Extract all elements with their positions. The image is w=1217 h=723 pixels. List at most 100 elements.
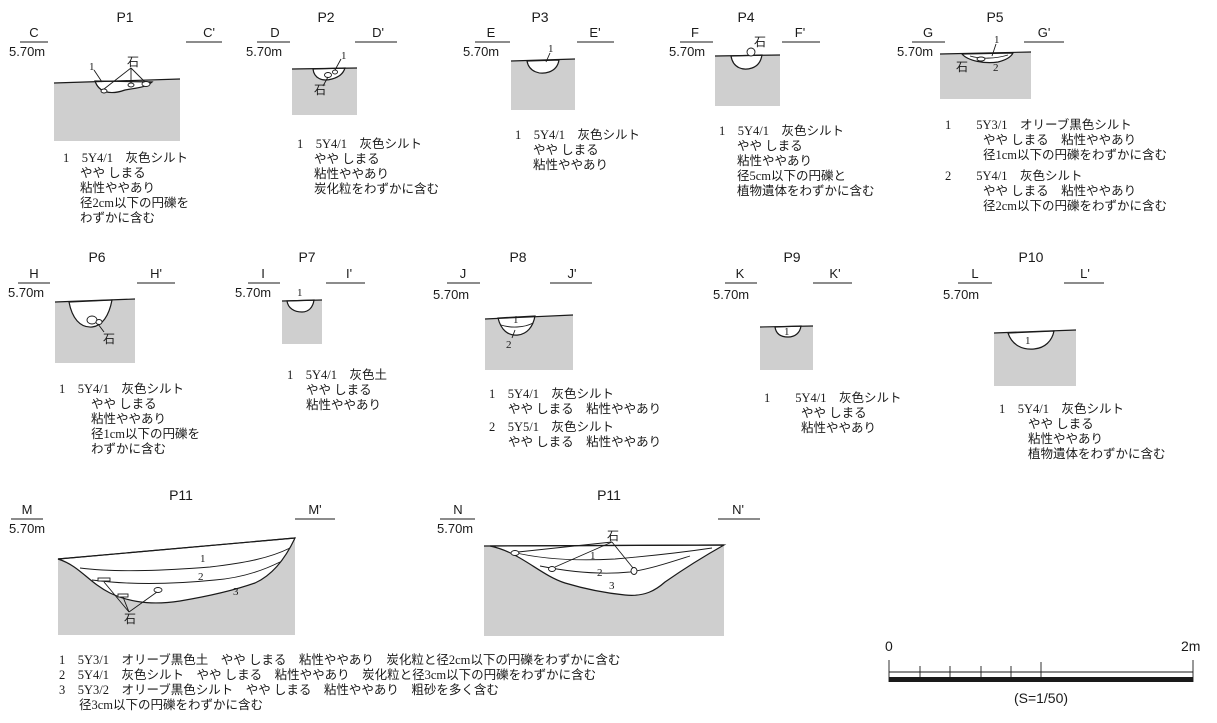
elevation-label: 5.70m — [943, 287, 979, 302]
section-end-label: H' — [150, 266, 162, 281]
layer-notes: 1 5Y4/1 灰色シルト やや しまる 粘性ややあり 2 5Y5/1 灰色シル… — [489, 386, 661, 449]
pit-title: P8 — [509, 249, 526, 265]
ground-surface-line — [54, 298, 136, 303]
section-end-label: K' — [829, 266, 840, 281]
leader-line — [130, 67, 146, 83]
leader-line — [122, 596, 130, 613]
leader-line — [511, 329, 516, 339]
svg-text:径2cm以下の円礫をわずかに含む: 径2cm以下の円礫をわずかに含む — [983, 198, 1167, 213]
section-start-label: J — [460, 266, 467, 281]
stone — [127, 82, 135, 88]
section-start-label: N — [453, 502, 462, 517]
ground-surface-line — [939, 51, 1032, 55]
ground-fill — [715, 55, 780, 106]
leader-line — [545, 52, 551, 63]
pit-fill — [489, 544, 727, 596]
svg-text:やや しまる: やや しまる — [737, 139, 803, 153]
pit-title: P3 — [531, 9, 548, 25]
stone-label: 石 — [103, 332, 115, 346]
section-p6: P6 H H' 5.70m 石 1 5Y4/1 灰色シルト やや しまる 粘性や… — [8, 249, 200, 456]
ground-surface-line — [281, 299, 323, 302]
section-start-label: D — [270, 25, 279, 40]
svg-text:径1cm以下の円礫をわずかに含む: 径1cm以下の円礫をわずかに含む — [983, 147, 1167, 162]
layer-notes: 1 5Y4/1 灰色シルト やや しまる 粘性ややあり — [764, 390, 902, 435]
svg-text:1 5Y4/1 灰色シルト: 1 5Y4/1 灰色シルト — [719, 123, 844, 138]
p11-layer-notes: 1 5Y3/1 オリーブ黒色土 やや しまる 粘性ややあり 炭化粒と径2cm以下… — [59, 652, 620, 712]
svg-text:粘性ややあり: 粘性ややあり — [91, 411, 166, 426]
svg-text:やや しまる: やや しまる — [80, 166, 146, 180]
svg-text:粘性ややあり: 粘性ややあり — [801, 420, 876, 435]
pit-title: P9 — [783, 249, 800, 265]
layer-notes: 1 5Y4/1 灰色土 やや しまる 粘性ややあり — [287, 367, 387, 412]
layer-notes: 1 5Y4/1 灰色シルト やや しまる 粘性ややあり 径5cm以下の円礫と 植… — [719, 123, 875, 198]
elevation-label: 5.70m — [669, 44, 705, 59]
stone — [141, 81, 151, 87]
leader-line — [97, 323, 105, 333]
section-p11-n: P11 N N' 5.70m 石 1 2 3 — [437, 487, 760, 636]
leader-line — [554, 541, 613, 568]
svg-text:2 5Y4/1 灰色シルト やや しまる 粘性ややあり 炭化: 2 5Y4/1 灰色シルト やや しまる 粘性ややあり 炭化粒と径3cm以下の円… — [59, 667, 596, 682]
stone — [117, 593, 129, 598]
stone — [332, 69, 338, 75]
pit-fill — [526, 59, 560, 74]
layer-label: 1 — [297, 287, 303, 299]
layer-label: 2 — [993, 62, 999, 74]
svg-text:径2cm以下の円礫を: 径2cm以下の円礫を — [80, 195, 189, 210]
elevation-label: 5.70m — [433, 287, 469, 302]
section-start-label: M — [22, 502, 33, 517]
elevation-label: 5.70m — [235, 285, 271, 300]
svg-text:やや しまる: やや しまる — [533, 143, 599, 157]
section-p5: P5 G G' 5.70m 1 2 石 1 5Y3/1 オリーブ黒色シルト やや… — [897, 9, 1167, 213]
elevation-label: 5.70m — [463, 44, 499, 59]
section-end-label: L' — [1080, 266, 1090, 281]
pit-fill — [730, 54, 763, 70]
section-p3: P3 E E' 5.70m 1 1 5Y4/1 灰色シルト やや しまる 粘性や… — [463, 9, 640, 172]
ground-fill — [760, 326, 813, 370]
svg-text:径3cm以下の円礫をわずかに含む: 径3cm以下の円礫をわずかに含む — [79, 697, 263, 712]
ground-fill — [54, 79, 180, 141]
scale-ratio-label: (S=1/50) — [1014, 690, 1068, 706]
section-start-label: K — [736, 266, 745, 281]
layer-label: 1 — [784, 326, 790, 338]
leader-line — [128, 591, 158, 613]
ground-surface-line — [291, 67, 358, 70]
section-end-label: D' — [372, 25, 384, 40]
layer-label: 2 — [198, 571, 204, 583]
section-p9: P9 K K' 5.70m 1 1 5Y4/1 灰色シルト やや しまる 粘性や… — [713, 249, 902, 435]
svg-text:径1cm以下の円礫を: 径1cm以下の円礫を — [91, 426, 200, 441]
layer-notes: 1 5Y4/1 灰色シルト やや しまる 粘性ややあり 炭化粒をわずかに含む — [297, 136, 439, 196]
svg-text:粘性ややあり: 粘性ややあり — [314, 166, 389, 181]
svg-text:1 5Y4/1 灰色シルト: 1 5Y4/1 灰色シルト — [489, 386, 614, 401]
layer-boundary — [539, 555, 691, 574]
section-start-label: E — [487, 25, 496, 40]
ground-surface-line — [484, 314, 574, 320]
layer-notes: 1 5Y3/1 オリーブ黒色シルト やや しまる 粘性ややあり 径1cm以下の円… — [945, 117, 1167, 213]
svg-text:粘性ややあり: 粘性ややあり — [737, 153, 812, 168]
scale-ticks — [888, 660, 1194, 682]
elevation-label: 5.70m — [437, 521, 473, 536]
svg-text:径5cm以下の円礫と: 径5cm以下の円礫と — [737, 168, 846, 183]
leader-line — [611, 541, 634, 569]
layer-boundary — [969, 54, 1009, 59]
leader-line — [517, 541, 613, 553]
section-end-label: E' — [589, 25, 600, 40]
section-p7: P7 I I' 5.70m 1 1 5Y4/1 灰色土 やや しまる 粘性ややあ… — [235, 249, 387, 412]
svg-text:粘性ややあり: 粘性ややあり — [533, 157, 608, 172]
pit-fill — [497, 315, 536, 336]
section-start-label: I — [261, 266, 265, 281]
svg-text:1 5Y4/1 灰色シルト: 1 5Y4/1 灰色シルト — [297, 136, 422, 151]
pit-title: P10 — [1019, 249, 1044, 265]
layer-label: 1 — [590, 550, 596, 562]
svg-text:1 5Y4/1 灰色シルト: 1 5Y4/1 灰色シルト — [59, 381, 184, 396]
svg-text:植物遺体をわずかに含む: 植物遺体をわずかに含む — [737, 183, 875, 198]
pit-title: P5 — [986, 9, 1003, 25]
layer-label: 2 — [597, 567, 603, 579]
svg-text:わずかに含む: わずかに含む — [91, 441, 166, 456]
layer-notes: 1 5Y4/1 灰色シルト やや しまる 粘性ややあり — [515, 127, 640, 172]
elevation-label: 5.70m — [246, 44, 282, 59]
section-end-label: F' — [795, 25, 805, 40]
stone-label: 石 — [754, 35, 766, 49]
layer-boundary — [511, 547, 713, 561]
layer-boundary — [79, 547, 291, 572]
layer-label: 1 — [513, 314, 519, 326]
